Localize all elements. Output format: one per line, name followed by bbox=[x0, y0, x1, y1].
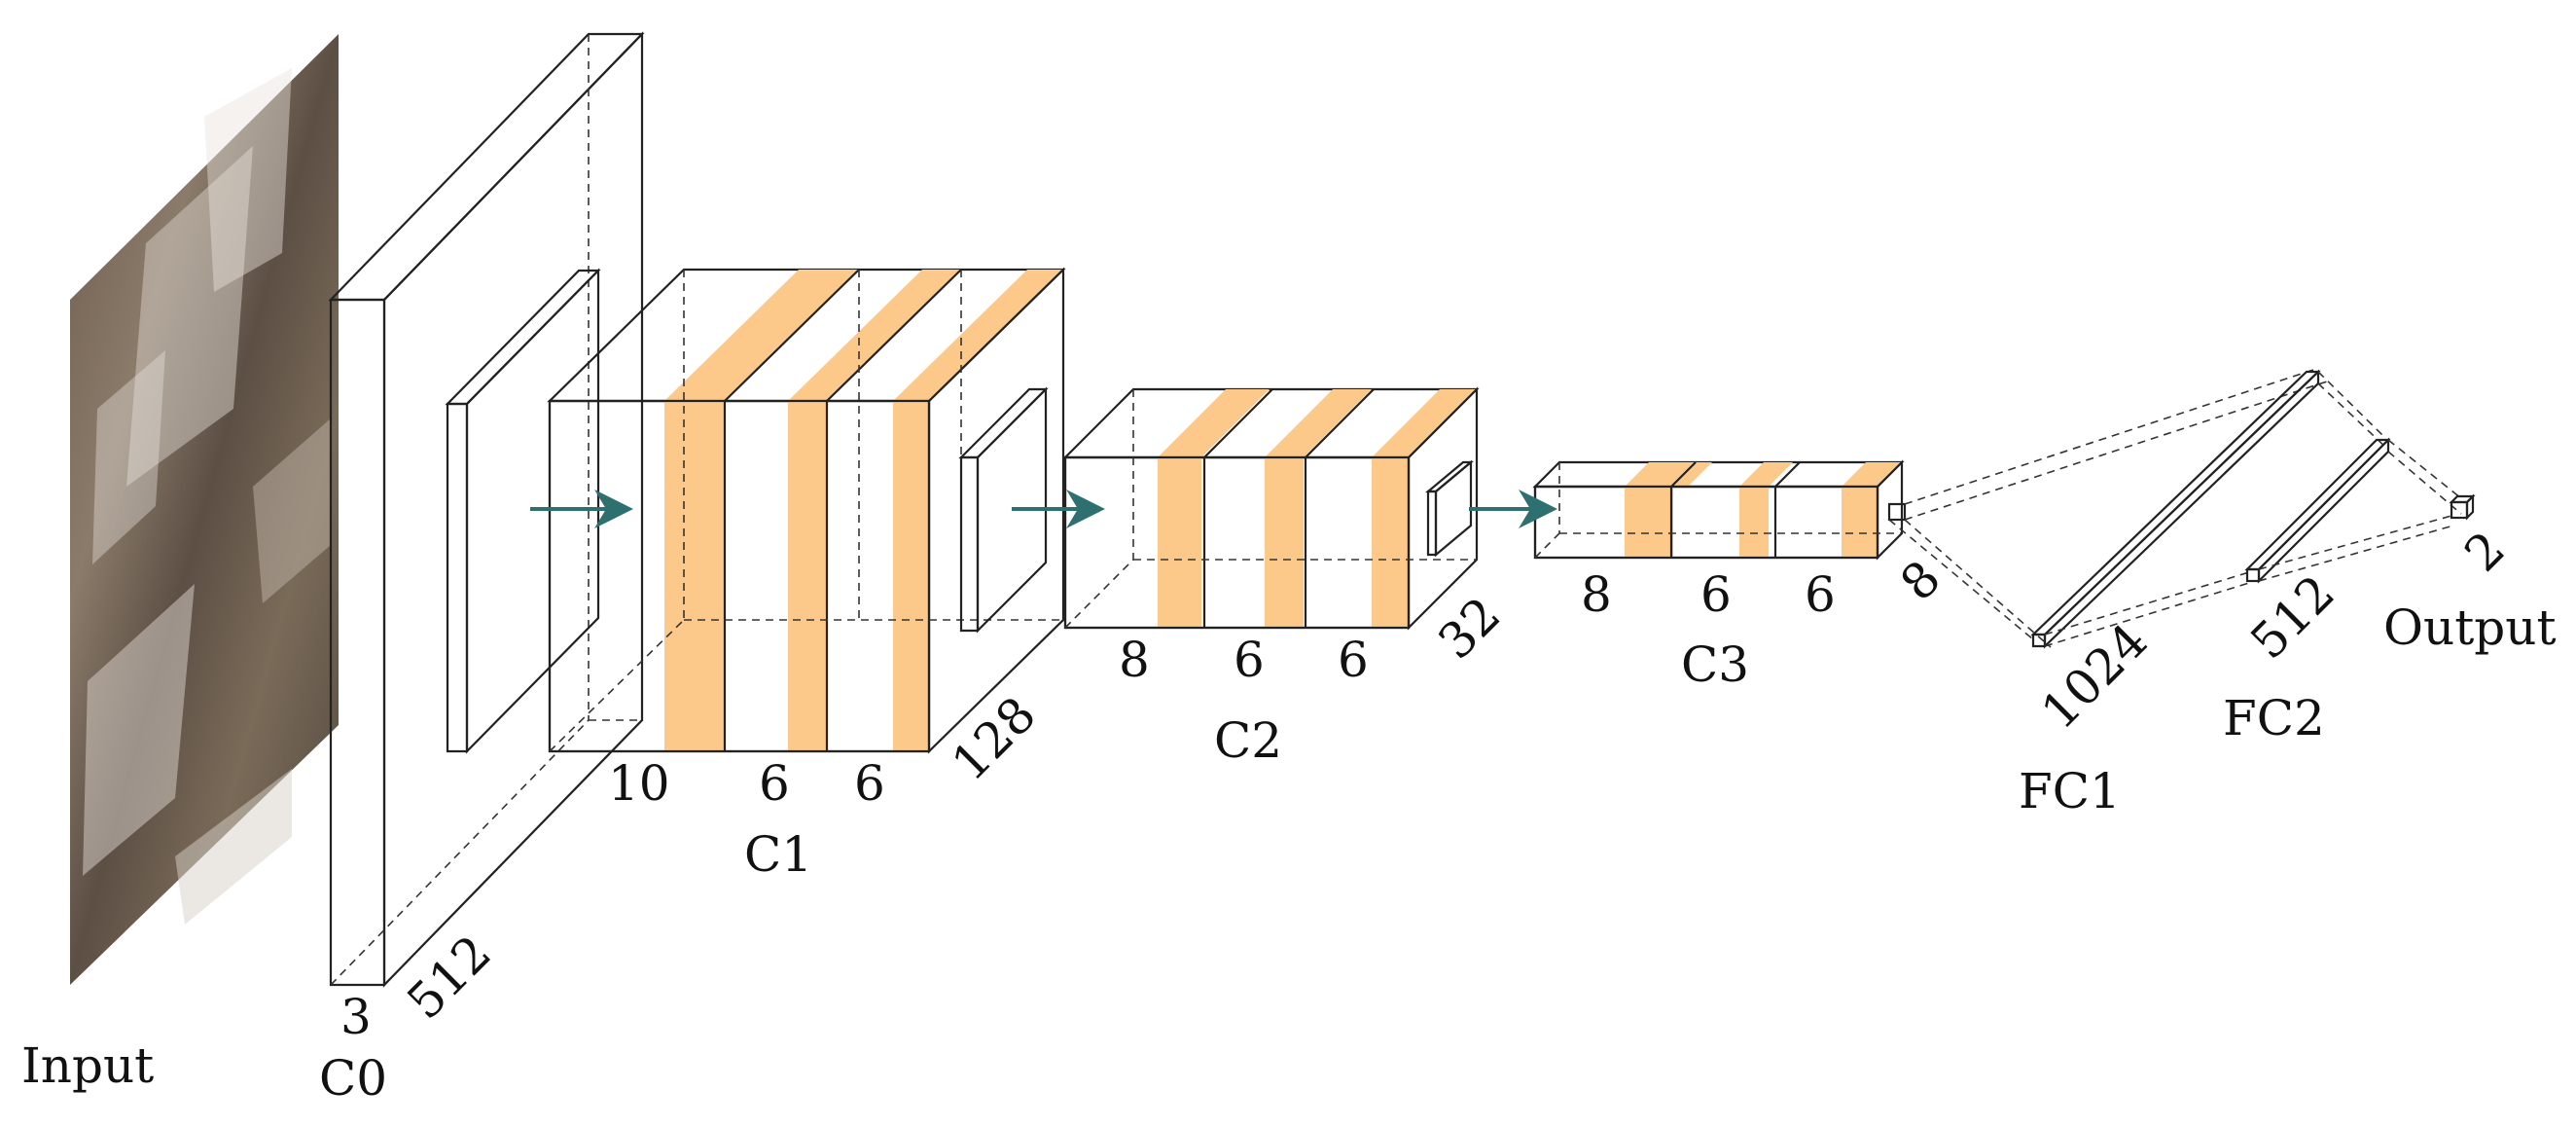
c3-channels-0: 8 bbox=[1581, 566, 1612, 623]
c3-channels-2: 6 bbox=[1805, 566, 1836, 623]
output-label: Output bbox=[2383, 599, 2557, 656]
c2-channels-1: 6 bbox=[1234, 632, 1265, 688]
fc1-label: FC1 bbox=[2019, 763, 2121, 819]
fc1-fc2-connections bbox=[2044, 371, 2389, 647]
c1-block bbox=[547, 267, 1066, 754]
c0-size: 512 bbox=[396, 925, 501, 1030]
c2-label: C2 bbox=[1214, 712, 1282, 769]
c1-size: 128 bbox=[941, 686, 1046, 791]
c1-channels-2: 6 bbox=[854, 755, 885, 812]
c2-size: 32 bbox=[1427, 586, 1511, 670]
fc2-label: FC2 bbox=[2223, 690, 2325, 746]
fc1-units: 1024 bbox=[2030, 612, 2158, 740]
c3-channels-1: 6 bbox=[1700, 566, 1732, 623]
c3-block bbox=[1532, 459, 1907, 561]
output-units: 2 bbox=[2453, 521, 2516, 583]
c3-fc1-connections bbox=[1888, 369, 2328, 648]
c3-size: 8 bbox=[1889, 550, 1951, 612]
output-block bbox=[2449, 493, 2476, 521]
c1-channels-0: 10 bbox=[608, 755, 670, 812]
c2-channels-0: 8 bbox=[1119, 632, 1150, 688]
c0-label: C0 bbox=[319, 1050, 387, 1107]
fc2-block bbox=[2244, 437, 2391, 584]
c2-channels-2: 6 bbox=[1338, 632, 1369, 688]
fc2-output-connections bbox=[2258, 439, 2462, 582]
c0-channels: 3 bbox=[340, 989, 372, 1045]
input-image bbox=[70, 34, 339, 985]
c1-channels-1: 6 bbox=[759, 755, 790, 812]
c0-block bbox=[328, 31, 645, 988]
c3-label: C3 bbox=[1681, 636, 1749, 693]
c2-block bbox=[1062, 386, 1480, 631]
c1-label: C1 bbox=[744, 826, 812, 883]
input-label: Input bbox=[21, 1037, 154, 1094]
